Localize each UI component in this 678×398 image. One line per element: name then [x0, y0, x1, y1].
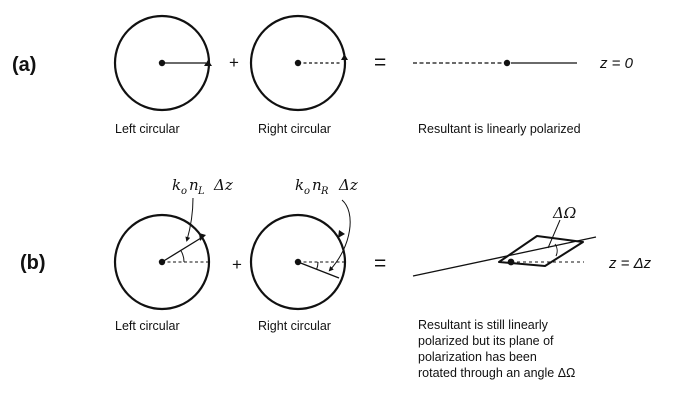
rotation-leader-line-b: [547, 219, 561, 249]
svg-text:k: k: [295, 176, 304, 194]
equals-a: =: [374, 51, 386, 74]
right-leader-line-b: [328, 199, 351, 272]
right-angle-arc-b: [316, 261, 319, 270]
resultant-a: [413, 59, 577, 67]
part-b-label: (b): [20, 252, 46, 274]
resultant-dot-a: [503, 59, 511, 67]
part-a: (a) + = z = 0 Left circular Right circul…: [12, 14, 634, 136]
left-angle-arc-b: [180, 249, 185, 263]
right-circle-b: [249, 213, 347, 311]
resultant-dot-b: [507, 258, 515, 266]
resultant-rotated-line-b: [412, 236, 597, 277]
right-circular-b: [249, 199, 351, 311]
right-caption-b: Right circular: [258, 319, 331, 333]
left-circular-b: [113, 197, 211, 311]
left-circular-a: [113, 14, 212, 112]
resultant-caption-a: Resultant is linearly polarized: [418, 122, 581, 136]
equals-b: =: [374, 252, 386, 275]
left-leader-line-b: [185, 197, 194, 242]
svg-text:L: L: [197, 186, 205, 197]
right-circular-a: [249, 14, 348, 112]
z-label-a: z = 0: [599, 55, 634, 72]
svg-text:n: n: [189, 176, 199, 194]
plus-a: +: [229, 53, 239, 72]
plus-b: +: [232, 255, 242, 274]
svg-text:n: n: [312, 176, 322, 194]
rotation-diamond-b: [498, 235, 584, 267]
resultant-caption-line: polarized but its plane of: [418, 334, 554, 348]
resultant-caption-line: Resultant is still linearly: [418, 318, 549, 332]
resultant-b: [412, 219, 597, 277]
right-rotated-radius-b: [297, 261, 340, 279]
right-caption-a: Right circular: [258, 122, 331, 136]
left-arrow-b: [199, 233, 206, 241]
left-caption-a: Left circular: [115, 122, 180, 136]
resultant-caption-line: polarization has been: [418, 350, 537, 364]
rotation-angle-label: ΔΩ: [552, 204, 576, 222]
rotation-angle-arc-b: [554, 243, 558, 257]
left-rotated-radius-b: [161, 237, 202, 263]
left-arrow-a: [204, 60, 212, 66]
resultant-caption-b: Resultant is still linearly polarized bu…: [418, 318, 575, 380]
left-caption-b: Left circular: [115, 319, 180, 333]
part-b: (b) k o n L Δz +: [20, 176, 652, 380]
svg-text:o: o: [181, 186, 187, 197]
svg-text:k: k: [172, 176, 181, 194]
right-arrow-b: [338, 230, 345, 238]
svg-text:o: o: [304, 186, 310, 197]
phase-label-right: k o n R Δz: [295, 176, 358, 197]
right-arrow-a: [341, 54, 348, 60]
z-label-b: z = Δz: [608, 255, 652, 272]
svg-text:R: R: [320, 186, 329, 197]
svg-text:Δz: Δz: [338, 176, 358, 194]
right-circle-a: [249, 14, 347, 112]
phase-label-left: k o n L Δz: [172, 176, 233, 197]
left-circle-b: [113, 213, 211, 311]
resultant-caption-line: rotated through an angle ΔΩ: [418, 366, 575, 380]
svg-text:Δz: Δz: [213, 176, 233, 194]
part-a-label: (a): [12, 54, 36, 76]
